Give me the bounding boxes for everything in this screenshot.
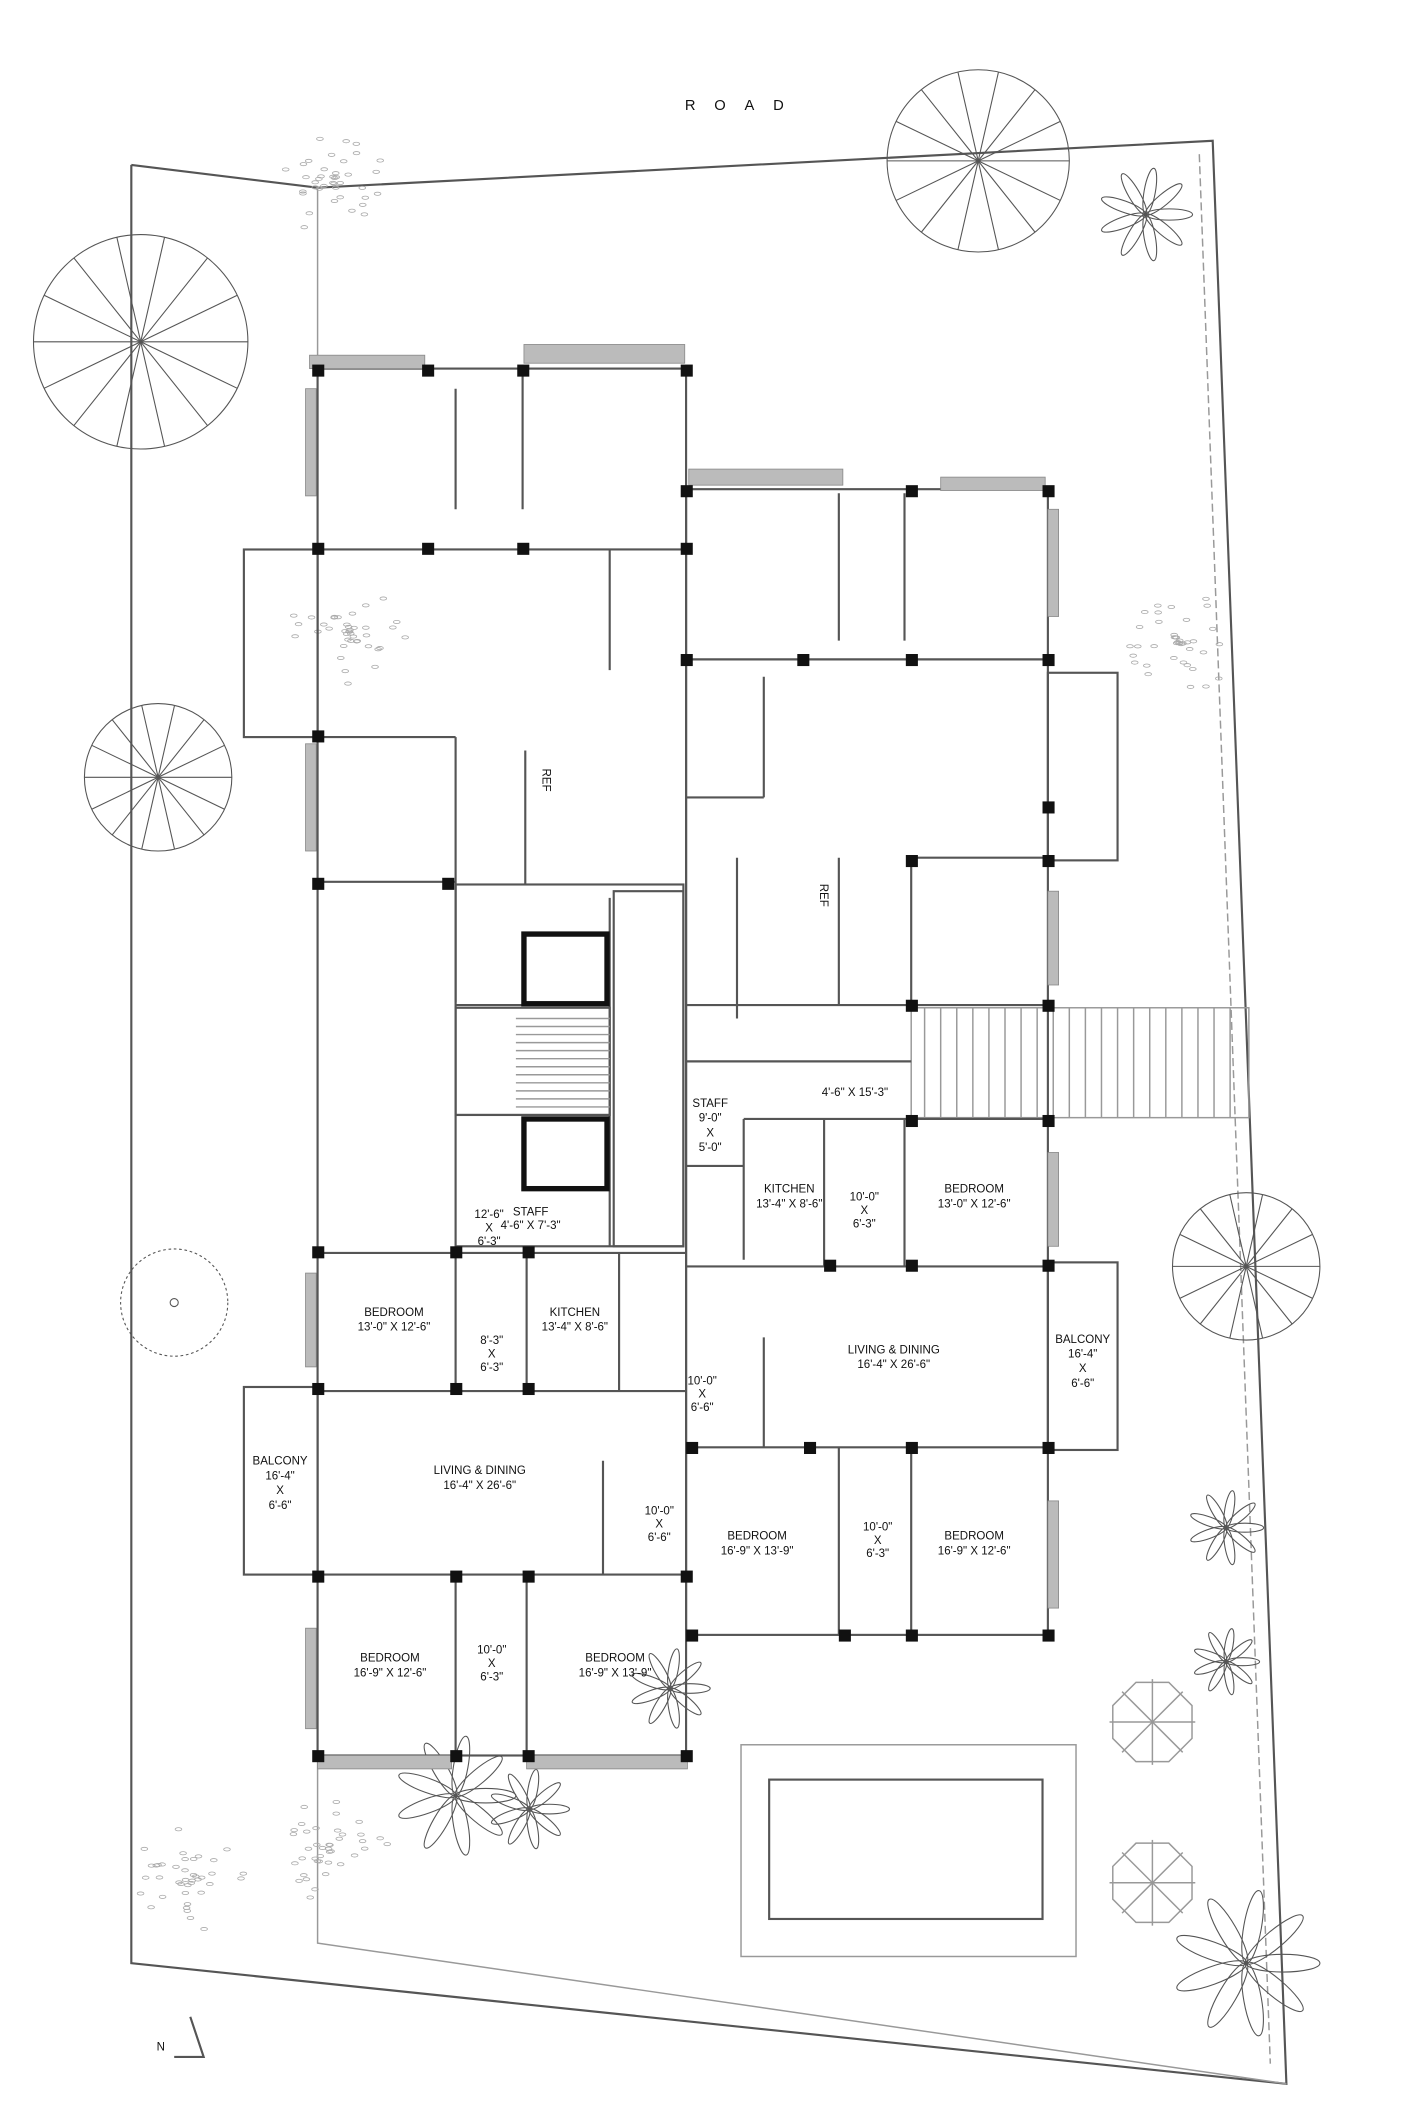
shrub-icon	[137, 1828, 246, 1931]
kitchen-size: 13'-4" X 8'-6"	[542, 1322, 608, 1334]
tree-icon	[84, 704, 231, 851]
utility-x: X	[485, 1223, 493, 1235]
north-label: N	[157, 2041, 165, 2053]
tree-icon	[887, 70, 1069, 252]
bedroom-label: BEDROOM	[944, 1184, 1004, 1196]
bath-x: X	[488, 1658, 496, 1670]
staff-room-height: 5'-0"	[699, 1142, 722, 1154]
passage-size: 4'-6" X 15'-3"	[822, 1087, 888, 1099]
balcony-label: BALCONY	[253, 1456, 308, 1468]
staff-room-label: STAFF	[692, 1098, 728, 1110]
bath-x: X	[698, 1389, 706, 1401]
balcony-height: 6'-6"	[1071, 1378, 1094, 1390]
staff-room-label: STAFF	[513, 1206, 549, 1218]
bedroom-label: BEDROOM	[944, 1531, 1004, 1543]
swimming-pool	[741, 1745, 1076, 1957]
umbrella-icon	[1110, 1840, 1196, 1926]
palm-tree-icon	[1174, 1889, 1320, 2037]
bath-width: 10'-0"	[863, 1521, 892, 1533]
bath-width: 10'-0"	[477, 1645, 506, 1657]
balcony-x: X	[1079, 1363, 1087, 1375]
shrub-icon	[290, 597, 408, 685]
bath-x: X	[655, 1519, 663, 1531]
tree-icon	[34, 235, 248, 449]
bath-x: X	[874, 1535, 882, 1547]
living-size: 16'-4" X 26'-6"	[857, 1359, 930, 1371]
north-arrow: N	[157, 2017, 204, 2057]
kitchen-label: KITCHEN	[550, 1307, 601, 1319]
living-label: LIVING & DINING	[434, 1465, 526, 1477]
balcony-width: 16'-4"	[1068, 1349, 1097, 1361]
bath-width: 10'-0"	[645, 1505, 674, 1517]
utility-height: 6'-3"	[478, 1236, 501, 1248]
gear-shaped-shrub-icon	[121, 1249, 228, 1356]
bedroom-size: 16'-9" X 13'-9"	[721, 1545, 794, 1557]
palm-tree-icon	[490, 1769, 570, 1850]
shrub-icon	[1127, 597, 1223, 688]
bath-width: 8'-3"	[480, 1335, 503, 1347]
balcony-width: 16'-4"	[265, 1470, 294, 1482]
balcony-x: X	[276, 1485, 284, 1497]
bath-height: 6'-6"	[648, 1532, 671, 1544]
bath-x: X	[488, 1349, 496, 1361]
bedroom-label: BEDROOM	[364, 1307, 424, 1319]
umbrella-icon	[1110, 1679, 1196, 1765]
bath-height: 6'-3"	[480, 1362, 503, 1374]
kitchen-size: 13'-4" X 8'-6"	[756, 1198, 822, 1210]
staff-room-size: 4'-6" X 7'-3"	[501, 1220, 561, 1232]
tree-icons	[34, 70, 1320, 2038]
palm-tree-icon	[1193, 1628, 1259, 1695]
ref-label-lower: REF	[540, 768, 552, 791]
palm-tree-icon	[1100, 167, 1193, 261]
bath-width: 10'-0"	[687, 1375, 716, 1387]
bedroom-label: BEDROOM	[585, 1653, 645, 1665]
bedroom-label: BEDROOM	[727, 1531, 787, 1543]
staff-room-width: 9'-0"	[699, 1113, 722, 1125]
entrance-ramp	[911, 1008, 1249, 1118]
tree-icon	[1173, 1193, 1320, 1340]
staff-room-x: X	[706, 1127, 714, 1139]
bath-x: X	[860, 1205, 868, 1217]
bath-height: 6'-3"	[853, 1219, 876, 1231]
balcony-label: BALCONY	[1055, 1334, 1110, 1346]
bedroom-size: 16'-9" X 13'-9"	[579, 1667, 652, 1679]
bath-width: 10'-0"	[850, 1192, 879, 1204]
bedroom-size: 16'-9" X 12'-6"	[938, 1545, 1011, 1557]
kitchen-label: KITCHEN	[764, 1184, 815, 1196]
utility-width: 12'-6"	[474, 1209, 503, 1221]
bedroom-label: BEDROOM	[360, 1653, 420, 1665]
living-label: LIVING & DINING	[848, 1344, 940, 1356]
palm-tree-icon	[1189, 1490, 1263, 1565]
shrub-icon	[282, 137, 383, 229]
ref-label-upper: REF	[817, 884, 829, 907]
bath-height: 6'-3"	[866, 1548, 889, 1560]
bath-height: 6'-6"	[691, 1402, 714, 1414]
shrub-icon	[290, 1800, 390, 1899]
road-label: ROAD	[685, 98, 803, 114]
bedroom-size: 13'-0" X 12'-6"	[938, 1198, 1011, 1210]
living-size: 16'-4" X 26'-6"	[443, 1480, 516, 1492]
bedroom-size: 13'-0" X 12'-6"	[358, 1322, 431, 1334]
bedroom-size: 16'-9" X 12'-6"	[354, 1667, 427, 1679]
balcony-height: 6'-6"	[269, 1500, 292, 1512]
bath-height: 6'-3"	[480, 1671, 503, 1683]
